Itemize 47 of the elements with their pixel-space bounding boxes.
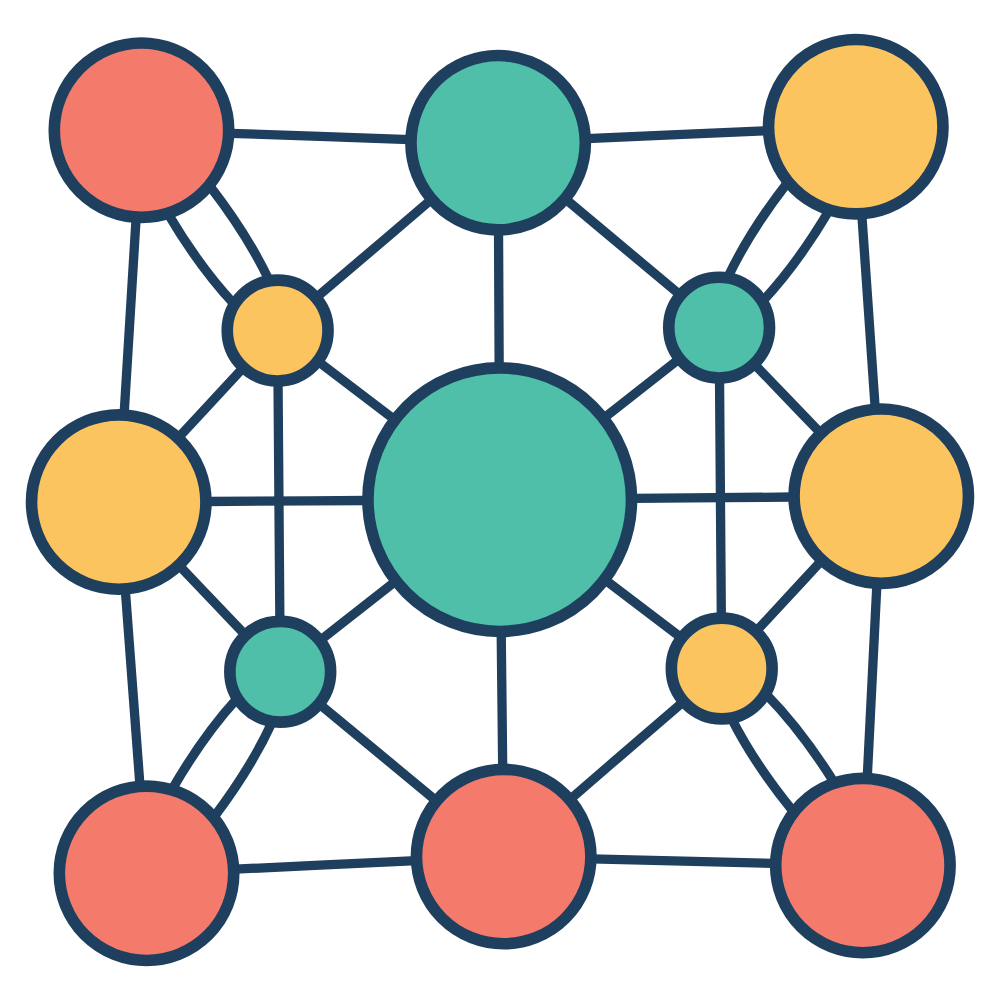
connector <box>175 365 246 441</box>
connector <box>164 211 238 307</box>
connector <box>591 854 775 868</box>
node-circle <box>53 780 240 967</box>
connector <box>586 125 769 144</box>
node-circle <box>362 362 638 638</box>
node-circle <box>25 409 212 596</box>
connector <box>562 195 683 299</box>
connector <box>120 589 145 787</box>
connector <box>210 720 277 820</box>
connector <box>493 230 504 367</box>
connector <box>568 698 686 802</box>
connector <box>176 563 248 638</box>
connector <box>862 583 882 778</box>
node-circle <box>48 37 235 224</box>
connector <box>727 716 797 815</box>
connector <box>759 207 834 305</box>
connector <box>317 577 399 644</box>
node-circle <box>224 615 337 728</box>
connector <box>723 178 792 280</box>
node-circle <box>762 33 949 220</box>
connector <box>714 379 726 618</box>
node-circle <box>221 274 334 387</box>
node-circle <box>405 49 592 236</box>
connector <box>857 213 880 409</box>
connector <box>206 183 273 282</box>
connector <box>315 357 398 424</box>
connector <box>234 856 417 874</box>
node-circle <box>769 772 956 959</box>
connector <box>168 695 241 792</box>
connector <box>316 700 439 804</box>
connector <box>313 196 434 302</box>
connector <box>632 492 794 504</box>
connector <box>762 691 838 785</box>
connector <box>753 558 825 634</box>
connector <box>229 128 411 145</box>
connector <box>119 218 141 415</box>
connector <box>496 631 508 769</box>
node-circle <box>665 612 778 725</box>
connector <box>207 495 368 507</box>
connector <box>751 361 824 436</box>
node-circle <box>410 763 597 950</box>
connector <box>602 575 684 642</box>
node-circle <box>662 271 776 384</box>
connector <box>273 382 285 621</box>
connector <box>600 355 682 422</box>
node-circle <box>788 403 975 590</box>
